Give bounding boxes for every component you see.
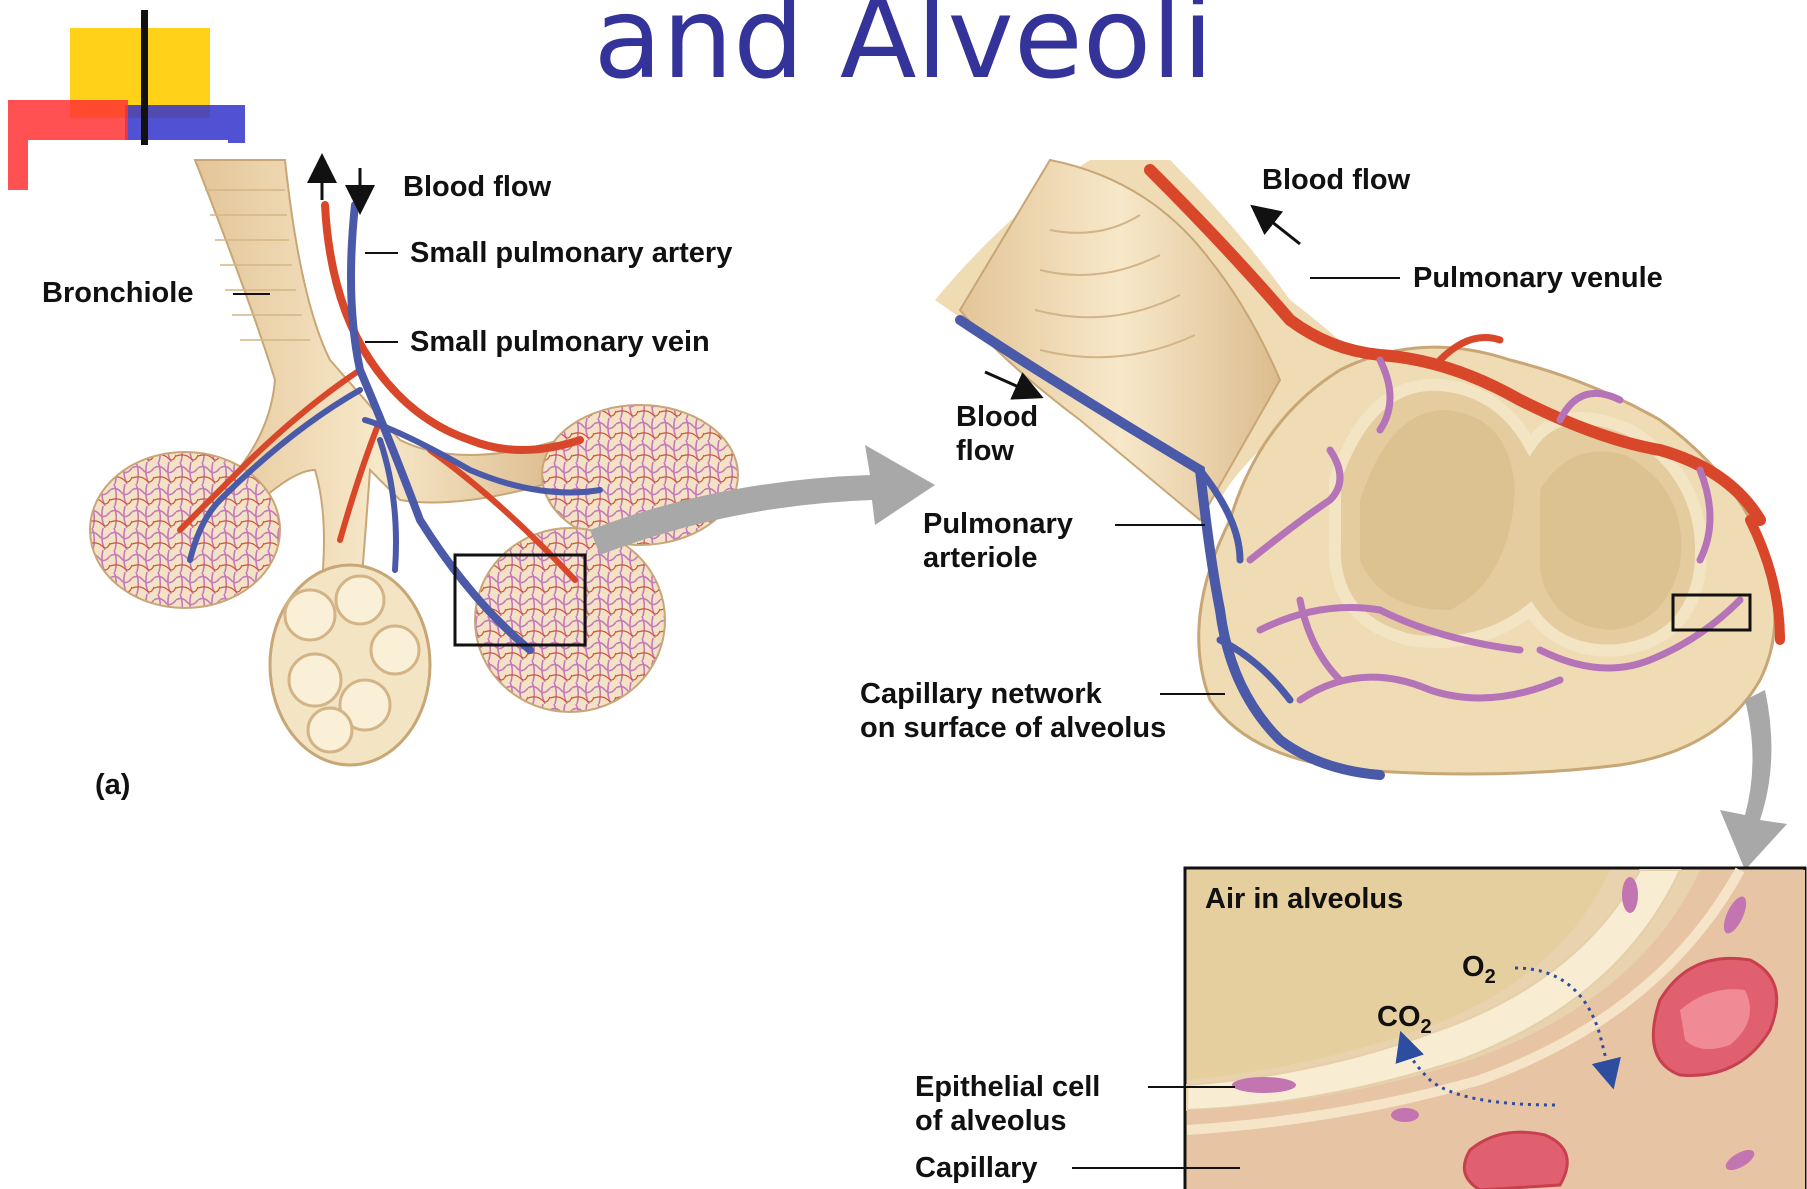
label-pulmonary-venule: Pulmonary venule [1413,261,1663,295]
label-capillary-network-line1: Capillary network [860,678,1102,710]
label-blood-flow-c-line1: Blood [956,401,1038,433]
label-blood-flow-b: Blood flow [1262,163,1410,197]
label-o2-symbol: O [1462,951,1485,983]
label-small-pulmonary-vein: Small pulmonary vein [410,325,710,359]
label-co2-subscript: 2 [1421,1016,1432,1038]
label-capillary-network: Capillary network on surface of alveolus [860,677,1166,745]
label-o2: O2 [1462,950,1496,994]
alveolar-sac-cutaway [270,565,430,765]
label-co2: CO2 [1377,1000,1432,1044]
epithelial-nucleus [1232,1077,1296,1093]
label-blood-flow-a: Blood flow [403,170,551,204]
label-pulmonary-arteriole-line1: Pulmonary [923,508,1073,540]
label-air-in-alveolus: Air in alveolus [1205,882,1403,916]
label-blood-flow-c: Blood flow [956,400,1038,468]
label-epithelial-line2: of alveolus [915,1105,1067,1137]
label-small-pulmonary-artery: Small pulmonary artery [410,236,732,270]
label-capillary: Capillary [915,1151,1038,1185]
label-pulmonary-arteriole-line2: arteriole [923,542,1037,574]
label-bronchiole: Bronchiole [42,276,193,310]
label-panel-a: (a) [95,768,130,802]
label-blood-flow-c-line2: flow [956,435,1014,467]
panel-c-illustration [1072,868,1805,1189]
label-pulmonary-arteriole: Pulmonary arteriole [923,507,1073,575]
label-epithelial-line1: Epithelial cell [915,1071,1100,1103]
label-co2-symbol: CO [1377,1001,1421,1033]
label-o2-subscript: 2 [1485,966,1496,988]
label-capillary-network-line2: on surface of alveolus [860,712,1166,744]
label-epithelial-cell: Epithelial cell of alveolus [915,1070,1100,1138]
